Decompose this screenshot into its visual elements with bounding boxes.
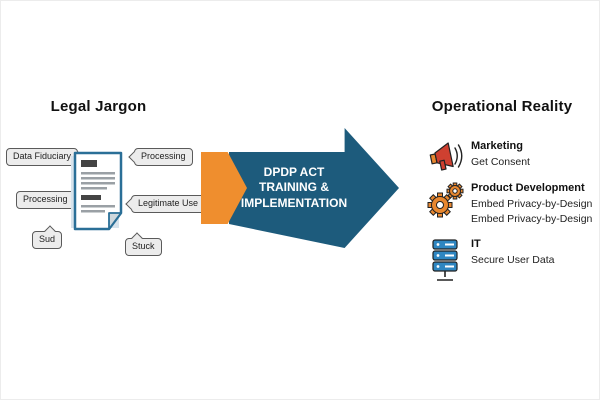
- arrow-label: DPDP ACT TRAINING & IMPLEMENTATION: [239, 152, 349, 224]
- megaphone-icon: [425, 139, 465, 175]
- item-subtitle: Get Consent: [471, 155, 530, 168]
- speech-bubble-legitimate-use: Legitimate Use: [131, 195, 206, 213]
- gears-icon: [425, 181, 465, 221]
- legal-jargon-heading: Legal Jargon: [50, 98, 147, 115]
- item-subtitle: Embed Privacy-by-Design: [471, 197, 593, 210]
- item-row-it: IT Secure User Data: [425, 237, 554, 283]
- arrow-label-line1: DPDP ACT: [263, 164, 325, 179]
- speech-bubble-processing-right: Processing: [134, 148, 193, 166]
- speech-bubble-processing-left: Processing: [16, 191, 75, 209]
- item-title-product-development: Product Development: [471, 182, 585, 194]
- item-title-it: IT: [471, 238, 481, 250]
- item-subtitle: Embed Privacy-by-Design: [471, 213, 593, 226]
- server-icon: [425, 237, 465, 283]
- item-row-marketing: Marketing Get Consent: [425, 139, 530, 175]
- legal-document-icon: [69, 151, 127, 236]
- arrow-label-line2: TRAINING &: [259, 180, 329, 195]
- item-row-product-development: Product Development Embed Privacy-by-Des…: [425, 181, 592, 227]
- operational-reality-heading: Operational Reality: [431, 98, 573, 115]
- speech-bubble-stuck: Stuck: [125, 238, 162, 256]
- speech-bubble-data-fiduciary: Data Fiduciary: [6, 148, 79, 166]
- speech-bubble-sud: Sud: [32, 231, 63, 249]
- item-title-marketing: Marketing: [471, 140, 523, 152]
- arrow-label-line3: IMPLEMENTATION: [240, 195, 348, 210]
- item-subtitle: Secure User Data: [471, 253, 555, 266]
